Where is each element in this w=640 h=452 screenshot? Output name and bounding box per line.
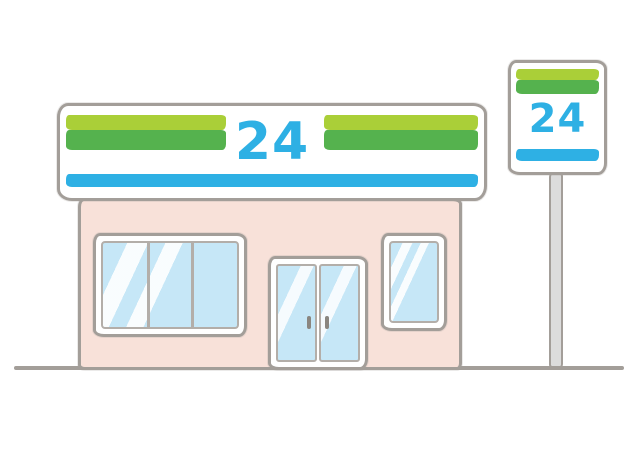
sign-pole: [549, 172, 563, 368]
left-window-glass: [101, 241, 239, 329]
door-handle-right: [325, 316, 329, 329]
fascia-stripe-green-right: [324, 130, 478, 150]
fascia-stripe-green-left: [66, 130, 226, 150]
fascia-hours-label: 24: [234, 112, 310, 172]
fascia-stripe-blue: [66, 174, 478, 187]
storefront-fascia-sign: 24: [57, 103, 487, 201]
door-panel-right: [319, 264, 360, 362]
right-window: [381, 233, 447, 331]
door-panel-left: [276, 264, 317, 362]
window-mullion: [191, 243, 195, 327]
pole-sign-board: 24: [508, 60, 607, 175]
window-mullion: [146, 243, 150, 327]
pole-sign-stripe-blue: [516, 149, 599, 161]
pole-sign-hours-label: 24: [528, 96, 587, 142]
door-handle-left: [307, 316, 311, 329]
pole-sign-stripe-light-green: [516, 69, 599, 80]
pole-sign-stripe-green: [516, 80, 599, 94]
entrance-door: [268, 256, 368, 370]
right-window-glass: [389, 241, 439, 323]
fascia-stripe-light-green-left: [66, 115, 226, 130]
left-window: [93, 233, 247, 337]
fascia-stripe-light-green-right: [324, 115, 478, 130]
